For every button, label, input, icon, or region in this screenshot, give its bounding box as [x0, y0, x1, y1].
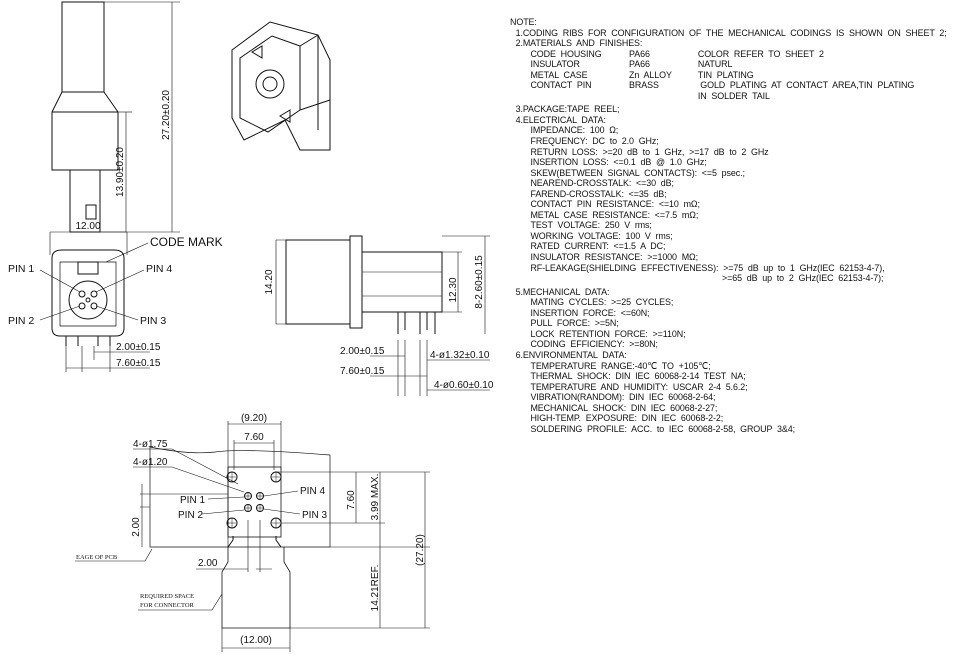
- note-line: CODE HOUSING PA66 COLOR REFER TO SHEET 2: [530, 48, 946, 61]
- note-line: CODING EFFICIENCY: >=80N;: [530, 339, 658, 351]
- notes-block: NOTE: 1.CODING RIBS FOR CONFIGURATION OF…: [510, 17, 947, 435]
- note-line: HIGH-TEMP. EXPOSURE: DIN IEC 60068-2-2;: [530, 413, 724, 425]
- pcb-pin-pitch: 2.00: [198, 558, 218, 569]
- front-view: 12.00 CODE MARK PIN 1 PIN 4 PIN 2 PIN 3 …: [8, 221, 223, 372]
- materials-cell: NATURL: [697, 59, 733, 71]
- front-pin4-label: PIN 4: [146, 263, 172, 275]
- connector-width-ref: (12.00): [240, 635, 272, 646]
- dim-front-width: 12.00: [75, 221, 100, 232]
- pcb-hole-large: 4-ø1.75: [133, 439, 168, 450]
- side-hole-small: 4-ø0.60±0.10: [434, 380, 494, 391]
- note-line: THERMAL SHOCK: DIN IEC 60068-2-14 TEST N…: [530, 371, 746, 383]
- pcb-pin3-label: PIN 3: [302, 510, 327, 521]
- note-line: WORKING VOLTAGE: 100 V rms;: [530, 230, 673, 242]
- note-line: 1.CODING RIBS FOR CONFIGURATION OF THE M…: [515, 27, 947, 39]
- materials-cell: CONTACT PIN: [530, 80, 592, 92]
- materials-cell: INSULATOR: [530, 59, 580, 71]
- note-line: PULL FORCE: >=5N;: [530, 318, 619, 330]
- note-line: CONTACT PIN BRASS GOLD PLATING AT CONTACT…: [530, 81, 946, 92]
- front-pin2-label: PIN 2: [8, 315, 34, 327]
- materials-cell: Zn ALLOY: [629, 69, 672, 81]
- side-view: 14.20 12.30 8-2.60±0.15 2.00±0.15 7.60±0…: [264, 235, 494, 396]
- note-line: INSERTION FORCE: <=60N;: [530, 307, 650, 319]
- note-line: LOCK RETENTION FORCE: >=110N;: [530, 328, 686, 340]
- front-pin-pitch: 2.00±0.15: [116, 342, 161, 353]
- note-line: FREQUENCY: DC to 2.0 GHz;: [530, 136, 659, 148]
- pcb-max-height: 3.99 MAX.: [370, 474, 381, 521]
- pcb-hole-small: 4-ø1.20: [133, 457, 168, 468]
- required-space-label-2: FOR CONNECTOR: [140, 602, 195, 609]
- side-pin-pitch: 2.00±0.15: [340, 346, 385, 357]
- materials-cell: COLOR REFER TO SHEET 2: [697, 48, 824, 60]
- materials-cell: CODE HOUSING: [530, 48, 602, 60]
- dim-tail-length: 8-2.60±0.15: [474, 255, 485, 309]
- note-line: TEMPERATURE AND HUMIDITY: USCAR 2-4 5.6.…: [530, 381, 748, 393]
- pcb-width-ref: (9.20): [241, 413, 267, 424]
- total-length-ref: (27.20): [415, 534, 426, 566]
- pcb-span-vertical: 7.60: [346, 490, 357, 510]
- note-line: SKEW(BETWEEN SIGNAL CONTACTS): <=5 psec.…: [530, 167, 745, 179]
- required-space-label-1: REQUIRED SPACE: [140, 593, 194, 600]
- side-hole-large: 4-ø1.32±0.10: [430, 350, 490, 361]
- note-line: SOLDERING PROFILE: ACC. to IEC 60068-2-5…: [530, 423, 795, 435]
- note-line: MATING CYCLES: >=25 CYCLES;: [530, 297, 674, 309]
- pcb-pin4-label: PIN 4: [300, 486, 325, 497]
- dim-body-length: 13.90±0.20: [115, 147, 126, 197]
- note-line: TEMPERATURE RANGE:-40℃ TO +105℃;: [530, 360, 711, 372]
- note-line: METAL CASE RESISTANCE: <=7.5 mΩ;: [530, 209, 699, 221]
- materials-cell: TIN PLATING: [697, 69, 754, 81]
- note-line: 3.PACKAGE:TAPE REEL;: [515, 104, 620, 116]
- pcb-pin2-label: PIN 2: [178, 510, 203, 521]
- note-line: 6.ENVIRONMENTAL DATA:: [515, 349, 627, 361]
- code-mark-label: CODE MARK: [150, 235, 223, 249]
- materials-cell: BRASS: [629, 80, 659, 92]
- dim-total-length: 27.20±0.20: [161, 90, 172, 140]
- note-line: MECHANICAL SHOCK: DIN IEC 60068-2-27;: [530, 402, 718, 414]
- note-line: FAREND-CROSSTALK: <=35 dB;: [530, 188, 667, 200]
- materials-cell: PA66: [629, 59, 650, 71]
- note-line: 2.MATERIALS AND FINISHES:: [515, 38, 643, 50]
- note-line: RETURN LOSS: >=20 dB to 1 GHz, >=17 dB t…: [530, 146, 769, 158]
- side-pin-span: 7.60±0.15: [340, 366, 385, 377]
- note-line: RATED CURRENT: <=1.5 A DC;: [530, 241, 666, 253]
- note-line: INSULATOR PA66 NATURL: [530, 60, 946, 71]
- pcb-span: 7.60: [244, 432, 264, 443]
- dim-side-inner-height: 12.30: [448, 277, 459, 302]
- materials-cell: PA66: [629, 48, 650, 60]
- note-line: VIBRATION(RANDOM): DIN IEC 60068-2-64;: [530, 392, 716, 404]
- notes-title: NOTE:: [510, 17, 537, 28]
- dim-side-height: 14.20: [264, 269, 275, 294]
- note-line: >=65 dB up to 2 GHz(IEC 62153-4-7);: [722, 273, 884, 285]
- note-line: INSERTION LOSS: <=0.1 dB @ 1.0 GHz;: [530, 157, 707, 169]
- note-line: 5.MECHANICAL DATA:: [515, 286, 610, 298]
- note-line: IMPEDANCE: 100 Ω;: [530, 125, 619, 137]
- note-line: CONTACT PIN RESISTANCE: <=10 mΩ;: [530, 199, 700, 211]
- front-pin1-label: PIN 1: [8, 263, 34, 275]
- isometric-view: [231, 21, 331, 151]
- pcb-layout-view: (9.20) 7.60 4-ø1.75 4-ø1.20 PIN 1 PIN 2 …: [75, 413, 430, 652]
- note-line: TEST VOLTAGE: 250 V rms;: [530, 220, 652, 232]
- front-pin-span: 7.60±0.15: [116, 358, 161, 369]
- materials-cell: GOLD PLATING AT CONTACT AREA,TIN PLATING: [697, 80, 915, 92]
- note-line: NEAREND-CROSSTALK: <=30 dB;: [530, 178, 674, 190]
- note-line: 4.ELECTRICAL DATA:: [515, 114, 606, 126]
- pcb-edge-offset: 2.00: [131, 517, 142, 537]
- materials-cell: METAL CASE: [530, 69, 588, 81]
- front-pin3-label: PIN 3: [140, 315, 166, 327]
- top-view: 27.20±0.20 13.90±0.20: [51, 1, 180, 233]
- note-line: RF-LEAKAGE(SHIELDING EFFECTIVENESS): >=7…: [530, 262, 885, 274]
- note-line: METAL CASE Zn ALLOY TIN PLATING: [530, 69, 946, 82]
- connector-ref-length: 14.21REF.: [370, 565, 381, 612]
- note-line: IN SOLDER TAIL: [530, 90, 946, 103]
- materials-cell: IN SOLDER TAIL: [697, 90, 770, 102]
- note-line: INSULATOR RESISTANCE: >=1000 MΩ;: [530, 252, 699, 264]
- pcb-pin1-label: PIN 1: [180, 495, 205, 506]
- pcb-edge-label: EAGE OF PCB: [76, 554, 118, 561]
